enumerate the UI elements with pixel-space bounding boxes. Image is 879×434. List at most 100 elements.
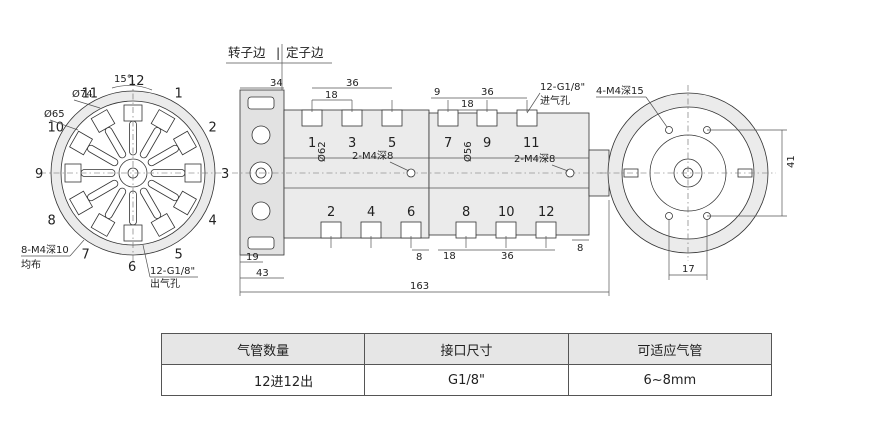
cell-port-count: 12进12出 <box>160 364 366 396</box>
front-port-label: 11 <box>82 86 99 101</box>
port-block <box>172 130 197 156</box>
dim-18-bottom: 18 <box>443 251 456 262</box>
side-port-top-label: 7 <box>444 136 452 151</box>
flange-hole-1 <box>251 125 271 145</box>
outlet-note-holes: 出气孔 <box>150 277 180 290</box>
front-port-label: 6 <box>128 260 136 275</box>
dim-8a: 8 <box>416 252 422 263</box>
side-port-top-label: 9 <box>483 136 491 151</box>
side-port-bottom-fitting <box>455 221 477 239</box>
dim-163: 163 <box>410 281 429 292</box>
port-block <box>90 212 116 237</box>
angle-15-label: 15° <box>114 74 132 85</box>
phi56-label: Ø56 <box>462 141 474 162</box>
side-port-top-fitting <box>381 109 403 127</box>
rear-view: 4-M4深15 41 17 <box>596 85 797 280</box>
side-port-top-label: 1 <box>308 136 316 151</box>
side-port-top-label: 5 <box>388 136 396 151</box>
dim-41: 41 <box>786 155 797 168</box>
phi62-label: Ø62 <box>316 141 328 162</box>
front-spokes <box>64 104 202 242</box>
side-port-bottom-fitting <box>360 221 382 239</box>
rear-bolt-3 <box>665 212 673 220</box>
stator-side-label: 定子边 <box>286 45 324 60</box>
inlet-note-leader <box>526 92 541 114</box>
inlet-note: 12-G1/8" <box>540 82 585 93</box>
side-port-bottom-fitting <box>495 221 517 239</box>
bolt-note-leader <box>69 239 85 257</box>
dia74-leader <box>73 99 101 109</box>
bolt-note-distribution: 均布 <box>21 259 41 271</box>
side-port-bottom-label: 4 <box>367 205 375 220</box>
dia74-label: Ø74 <box>72 88 93 100</box>
dia65-leader <box>49 119 79 131</box>
cell-compatible-tube: 6~8mm <box>567 364 773 396</box>
side-port-bottom-label: 10 <box>498 205 515 220</box>
m4-hole-left <box>406 168 416 178</box>
rear-bolt-note: 4-M4深15 <box>596 85 644 97</box>
rotor-side-label: 转子边 <box>228 45 266 60</box>
flange-slot-top <box>247 96 275 110</box>
port-block <box>69 130 94 156</box>
front-port-4 <box>147 179 197 216</box>
side-port-bottom-label: 2 <box>327 205 335 220</box>
outlet-note-leader <box>142 244 151 278</box>
flange-hole-2 <box>251 201 271 221</box>
dim-43: 43 <box>256 268 269 279</box>
dim-18-left: 18 <box>325 90 338 101</box>
spec-table-header-row: 气管数量 接口尺寸 可适应气管 <box>160 333 773 365</box>
dim-8b: 8 <box>577 243 583 254</box>
stator-body <box>428 112 590 236</box>
header-compatible-tube: 可适应气管 <box>567 333 773 365</box>
rear-bolt-1 <box>665 126 673 134</box>
front-port-label: 9 <box>35 167 43 182</box>
front-port-label: 2 <box>209 121 217 136</box>
outlet-note: 12-G1/8" <box>150 266 195 277</box>
front-port-10 <box>69 130 119 167</box>
port-block <box>150 109 176 134</box>
port-block <box>90 109 116 134</box>
front-port-label: 1 <box>175 86 183 101</box>
port-block <box>69 190 94 216</box>
port-block <box>150 212 176 237</box>
side-port-top-fitting <box>437 109 459 127</box>
side-port-bottom-label: 8 <box>462 205 470 220</box>
front-port-11 <box>90 109 127 159</box>
front-port-1 <box>139 109 176 159</box>
spec-table: 气管数量 接口尺寸 可适应气管 12进12出 G1/8" 6~8mm <box>160 333 773 396</box>
dim-18-right: 18 <box>461 99 474 110</box>
side-port-top-label: 11 <box>523 136 540 151</box>
dim-36-right: 36 <box>481 87 494 98</box>
rotor-body <box>283 109 430 239</box>
bolt-note: 8-M4深10 <box>21 244 69 256</box>
front-port-8 <box>69 179 119 216</box>
side-port-bottom-fitting <box>535 221 557 239</box>
m4-note-right: 2-M4深8 <box>514 153 555 165</box>
m4-note-left-leader <box>389 161 410 172</box>
flange-slot-bottom <box>247 236 275 250</box>
inlet-note-holes: 进气孔 <box>540 94 570 107</box>
front-port-label: 10 <box>47 121 64 136</box>
spec-table-row: 12进12出 G1/8" 6~8mm <box>160 364 773 396</box>
front-port-label: 4 <box>209 214 217 229</box>
front-port-label: 7 <box>82 248 90 263</box>
side-port-top-fitting <box>301 109 323 127</box>
header-port-count: 气管数量 <box>160 333 366 365</box>
cell-connector-size: G1/8" <box>364 364 569 396</box>
side-port-bottom-label: 6 <box>407 205 415 220</box>
rear-bolt-note-leader <box>645 96 668 128</box>
dia65-label: Ø65 <box>44 108 65 120</box>
dim-36-bottom: 36 <box>501 251 514 262</box>
front-port-label: 5 <box>175 248 183 263</box>
side-port-top-fitting <box>476 109 498 127</box>
m4-note-right-leader <box>551 164 569 172</box>
header-connector-size: 接口尺寸 <box>364 333 569 365</box>
front-port-5 <box>139 187 176 237</box>
front-port-7 <box>90 187 127 237</box>
side-port-bottom-fitting <box>320 221 342 239</box>
dim-36-left: 36 <box>346 78 359 89</box>
